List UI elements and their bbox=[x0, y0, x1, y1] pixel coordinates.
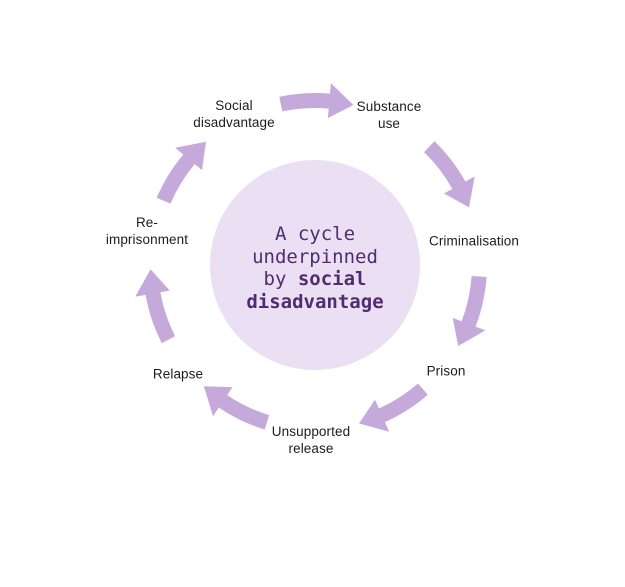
stage-label-substance-use: Substance use bbox=[356, 99, 422, 131]
arrow-release-to-relapse-icon bbox=[193, 374, 276, 442]
center-caption-line3: by social bbox=[263, 268, 367, 290]
center-circle bbox=[210, 160, 420, 370]
arrow-social-to-substance-icon bbox=[279, 83, 354, 119]
stage-label-relapse: Relapse bbox=[152, 366, 204, 382]
arrow-substance-to-criminalisation-icon bbox=[416, 133, 488, 215]
arrow-prison-to-release-icon bbox=[352, 376, 435, 443]
stage-label-unsupported-release: Unsupported release bbox=[271, 424, 351, 456]
stage-label-social-disadvantage: Social disadvantage bbox=[193, 98, 275, 130]
arrow-relapse-to-reimprisonment-icon bbox=[129, 265, 183, 347]
stage-label-re-imprisonment: Re- imprisonment bbox=[105, 215, 189, 247]
center-caption: A cycle underpinned by social disadvanta… bbox=[205, 223, 425, 313]
center-caption-line2: underpinned bbox=[252, 245, 378, 268]
center-caption-line4: disadvantage bbox=[246, 290, 384, 313]
arrow-reimprisonment-to-social-icon bbox=[145, 129, 217, 211]
arrow-criminalisation-to-prison-icon bbox=[445, 271, 500, 353]
center-caption-line1: A cycle bbox=[274, 223, 356, 245]
stage-label-criminalisation: Criminalisation bbox=[428, 233, 520, 249]
stage-label-prison: Prison bbox=[426, 363, 466, 379]
